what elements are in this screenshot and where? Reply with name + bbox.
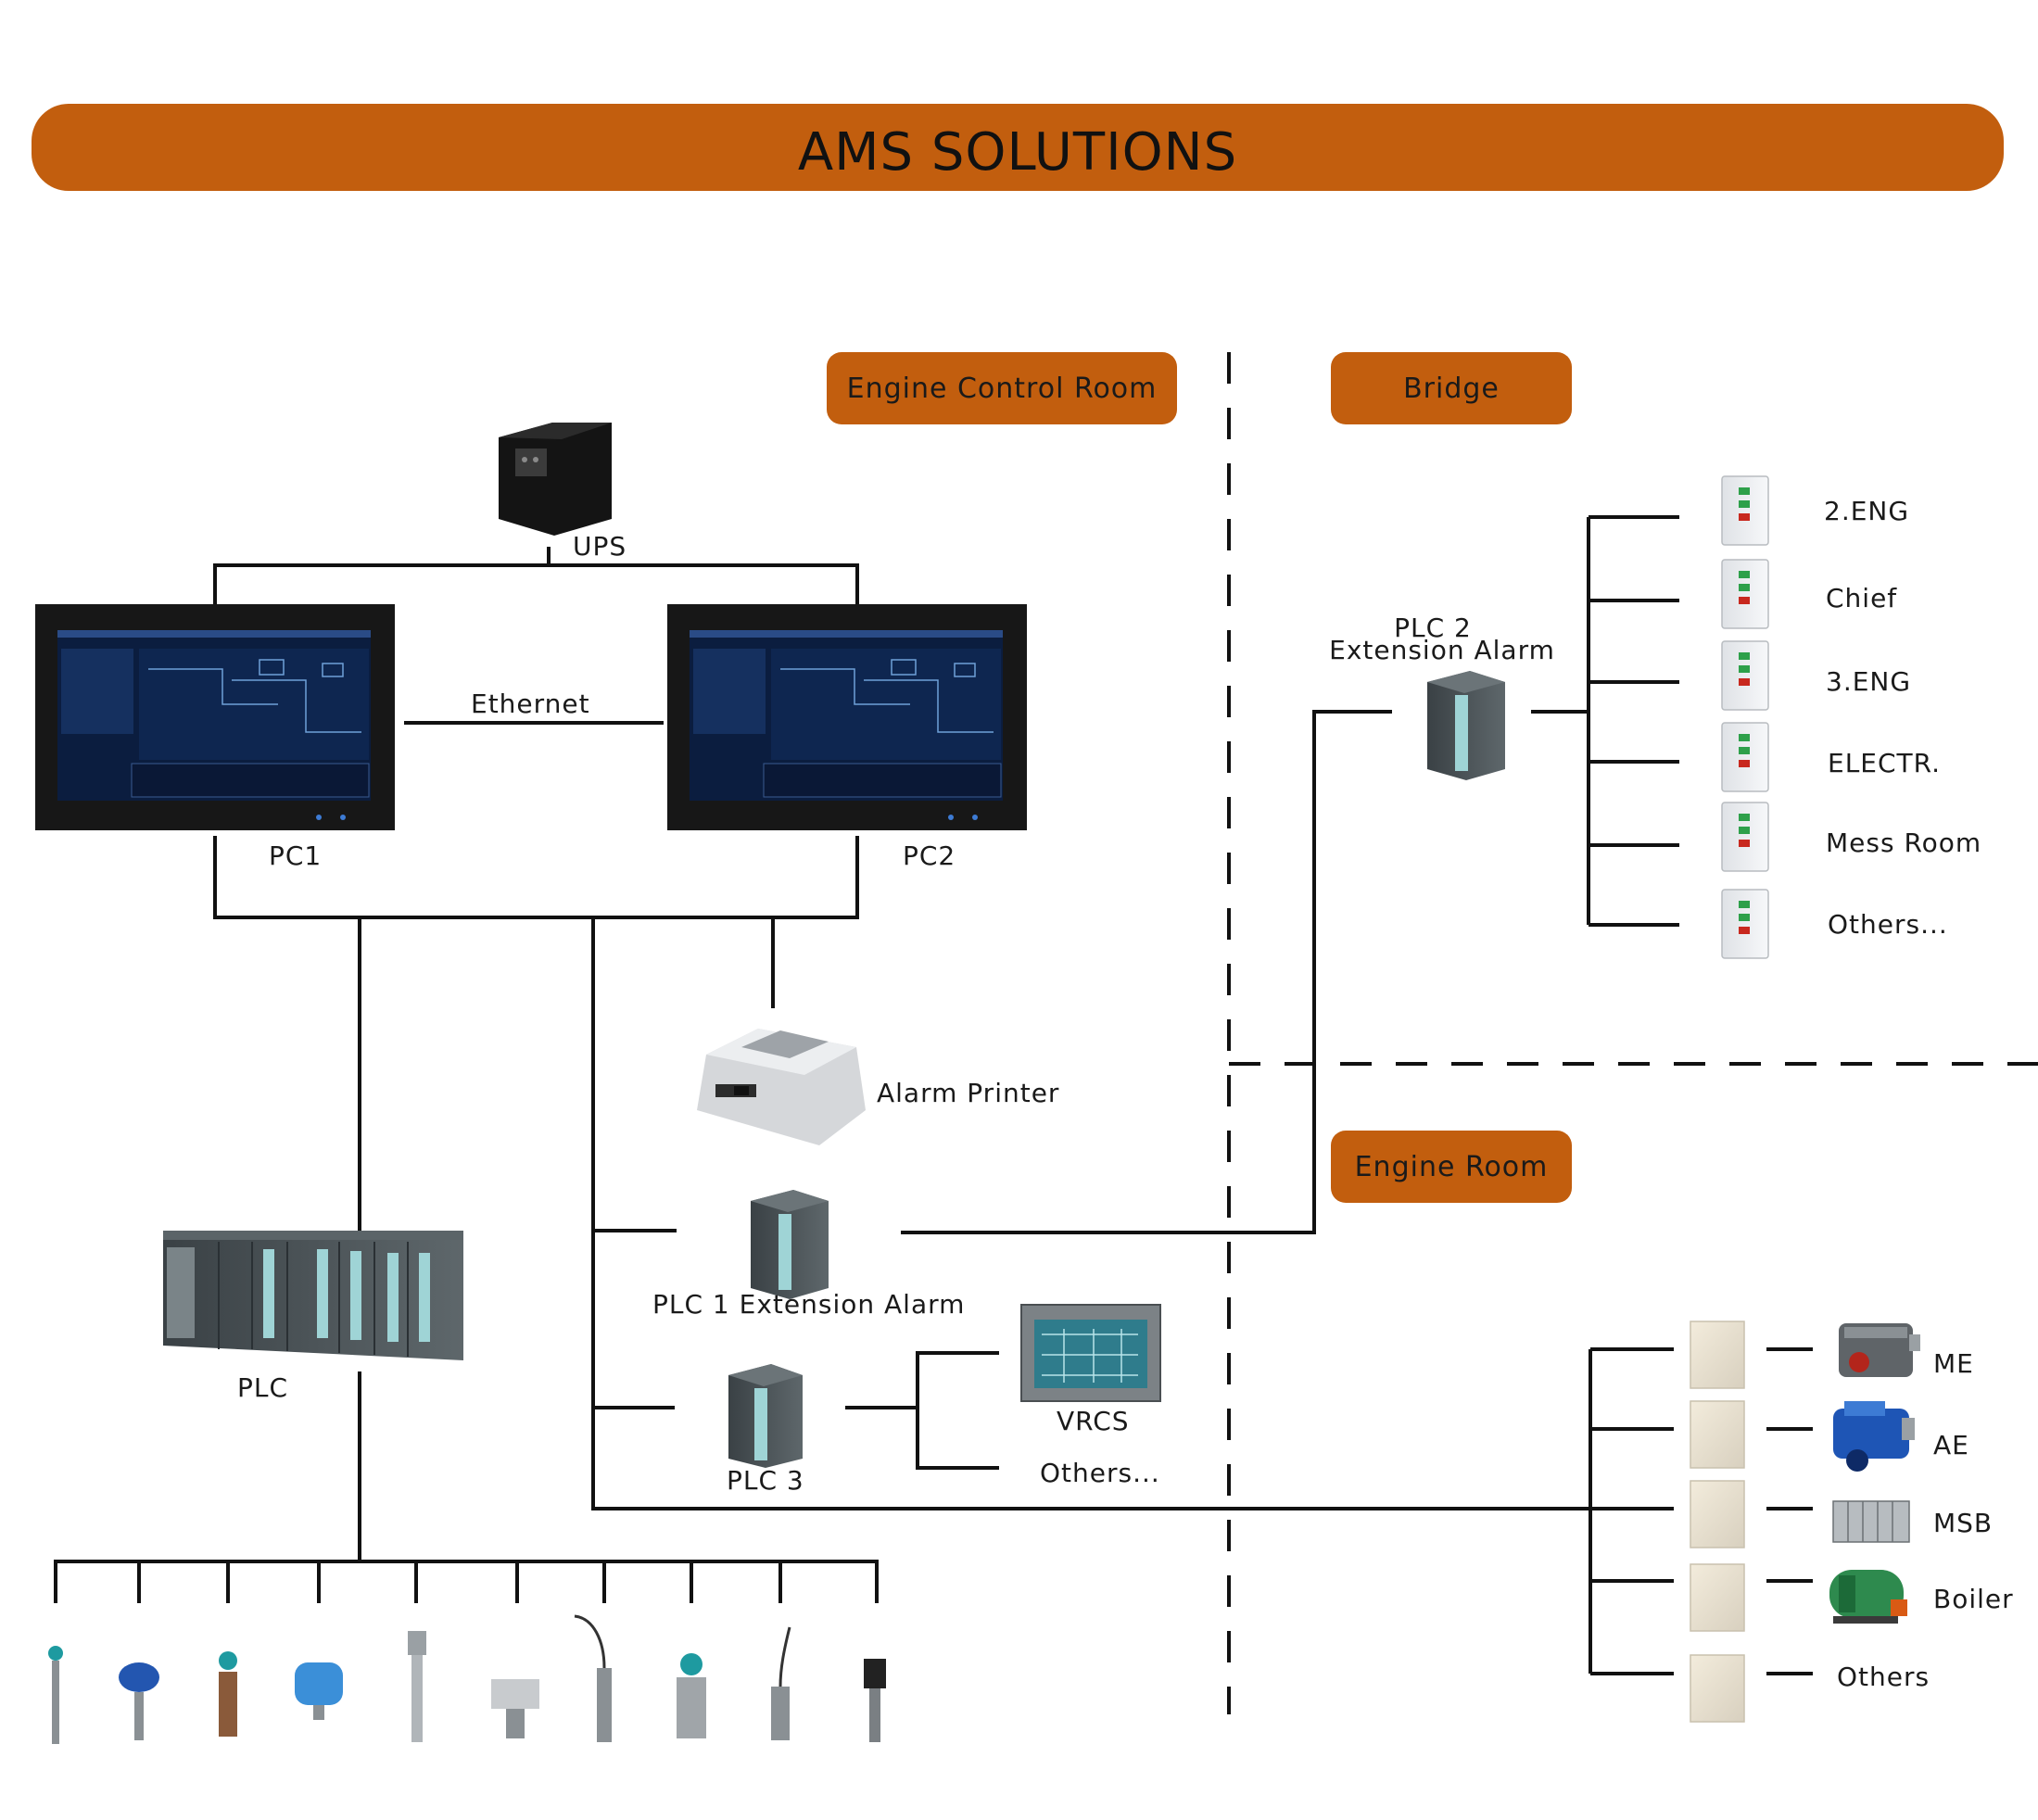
alarm-printer-icon: [697, 1029, 866, 1145]
field-sensors: [48, 1614, 886, 1744]
alarm-panel-icon: [1721, 640, 1769, 711]
engine-room-label-msb: MSB: [1933, 1508, 1994, 1538]
local-cabinet-icon: [1690, 1563, 1745, 1632]
vrcs-panel-icon: [1020, 1304, 1161, 1402]
sensor-icon: [491, 1679, 539, 1738]
sensor-icon: [677, 1653, 706, 1738]
alarm-printer-label: Alarm Printer: [877, 1078, 1060, 1108]
plc2-label-line1: PLC 2: [1394, 613, 1472, 643]
alarm-panel-icon: [1721, 722, 1769, 792]
local-cabinet-icon: [1690, 1321, 1745, 1389]
plc1-module-icon: [751, 1190, 829, 1299]
zone-engine-room: Engine Room: [1331, 1131, 1572, 1203]
vrcs-label: VRCS: [1057, 1406, 1130, 1436]
pc1-monitor-icon: [35, 604, 395, 830]
plc3-module-icon: [728, 1364, 803, 1468]
local-cabinets: [1690, 1321, 1745, 1723]
pc1-label: PC1: [269, 840, 323, 871]
zone-bridge: Bridge: [1331, 352, 1572, 424]
sensor-icon: [771, 1626, 791, 1740]
bridge-panel-label-electr: ELECTR.: [1828, 748, 1941, 778]
sensor-icon: [574, 1614, 612, 1742]
sensor-icon: [219, 1651, 237, 1737]
sensor-icon: [48, 1646, 63, 1744]
engine-room-label-ae: AE: [1933, 1430, 1969, 1460]
bridge-panel-label-mess-room: Mess Room: [1826, 828, 1982, 858]
vrcs-others-label: Others...: [1040, 1458, 1160, 1488]
sensor-drops: [54, 1561, 879, 1603]
ethernet-label: Ethernet: [471, 689, 590, 719]
page-title: AMS SOLUTIONS: [797, 122, 1238, 183]
alarm-panel-icon: [1721, 475, 1769, 546]
alarm-panel-icon: [1721, 559, 1769, 629]
ups-label: UPS: [573, 531, 627, 562]
aux-engine-icon: [1833, 1401, 1915, 1472]
main-engine-icon: [1839, 1323, 1920, 1377]
local-cabinet-icon: [1690, 1400, 1745, 1469]
local-cabinet-icon: [1690, 1654, 1745, 1723]
zone-engine-control-room: Engine Control Room: [827, 352, 1177, 424]
alarm-panel-icon: [1721, 889, 1769, 959]
bridge-panel-label-others: Others...: [1828, 909, 1948, 940]
local-cabinet-icon: [1690, 1480, 1745, 1548]
alarm-panel-icon: [1721, 802, 1769, 872]
pc2-label: PC2: [903, 840, 956, 871]
msb-icon: [1832, 1500, 1910, 1543]
boiler-icon: [1829, 1570, 1907, 1624]
engine-room-label-boiler: Boiler: [1933, 1584, 2014, 1614]
main-plc-rack-icon: [163, 1231, 463, 1360]
sensor-icon: [295, 1662, 343, 1720]
engine-room-label-me: ME: [1933, 1348, 1974, 1379]
title-banner: AMS SOLUTIONS: [32, 104, 2004, 191]
sensor-icon: [119, 1662, 159, 1740]
ups-icon: [499, 423, 612, 536]
bridge-panel-label-2eng: 2.ENG: [1824, 496, 1910, 526]
bridge-panel-label-3eng: 3.ENG: [1826, 666, 1912, 697]
plc2-label-line2: Extension Alarm: [1329, 635, 1555, 665]
pc2-monitor-icon: [667, 604, 1027, 830]
engine-room-label-others: Others: [1837, 1662, 1930, 1692]
plc3-label: PLC 3: [727, 1465, 804, 1496]
plc1-label: PLC 1 Extension Alarm: [652, 1289, 966, 1320]
connection-lines: [54, 515, 1813, 1675]
sensor-icon: [408, 1631, 426, 1742]
plc-label: PLC: [237, 1372, 289, 1403]
zone-dividers: [1227, 352, 2038, 1714]
bridge-alarm-panels: [1721, 475, 1769, 959]
bridge-panel-label-chief: Chief: [1826, 583, 1898, 613]
plc2-module-icon: [1427, 671, 1505, 780]
sensor-icon: [864, 1659, 886, 1742]
